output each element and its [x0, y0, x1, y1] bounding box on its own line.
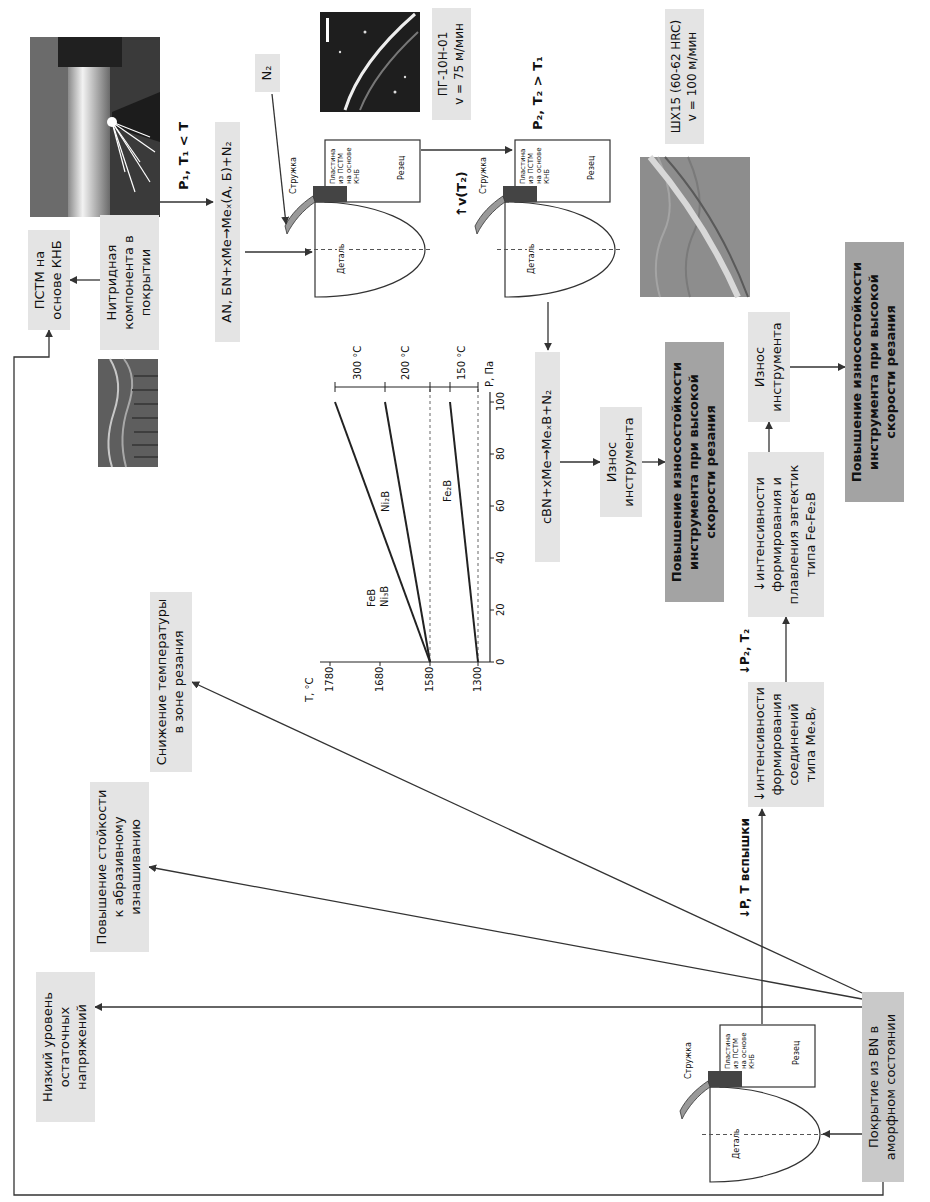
- condition-box: ШХ15 (60-62 HRC)v = 100 м/мин: [665, 9, 704, 144]
- effect-box: Снижение температуры в зоне резания: [150, 592, 192, 772]
- scheme-label: Пластина из ПСТМ на основе КНБ: [724, 1029, 756, 1069]
- scheme-label: Резец: [587, 156, 597, 180]
- scheme-label: Резец: [792, 1041, 802, 1065]
- material-box: ПСТМ на основе КНБ: [28, 230, 70, 330]
- chart-label: 80: [495, 447, 507, 460]
- crater-micrograph: [320, 12, 420, 112]
- scheme-label: Стружка: [289, 157, 299, 194]
- chart-label: 60: [495, 499, 507, 512]
- flow-connector: [192, 682, 862, 993]
- box-text: v = 75 м/мин: [452, 13, 468, 115]
- process-box: ↓интенсивности формирования и плавления …: [748, 452, 824, 617]
- chart-label: P, Па: [484, 361, 496, 387]
- reaction-box: cBN+xMe→MeₓB+N₂: [535, 352, 560, 562]
- box-text: ↓интенсивности формирования соединений т…: [752, 687, 820, 802]
- flow-connector: [14, 330, 883, 1195]
- box-text: AN, БN+xMe→Meₓ(A, Б)+N₂: [219, 127, 236, 337]
- chart-label: 150 °C: [456, 346, 468, 380]
- note-box: Нитридная компонента в покрытии: [100, 215, 159, 350]
- chart-label: Ni₂B: [380, 491, 392, 512]
- box-text: Низкий уровень остаточных напряжений: [40, 977, 91, 1117]
- flow-connector: [790, 366, 845, 367]
- flow-connector: [785, 617, 786, 682]
- flow-connector: [95, 1006, 862, 1007]
- box-text: Повышение износостойкости инструмента пр…: [849, 247, 900, 497]
- cutting-scheme: [285, 140, 826, 1182]
- flow-connector: [642, 461, 665, 462]
- scheme-label: Пластина из ПСТМ на основе КНБ: [329, 144, 361, 184]
- condition-label: ↓P, T вспышки: [738, 818, 752, 919]
- box-text: ↓интенсивности формирования и плавления …: [752, 457, 820, 612]
- scheme-label: Стружка: [479, 157, 489, 194]
- scheme-label: Деталь: [527, 243, 537, 274]
- condition-label: ↓P₂, T₂: [738, 629, 752, 675]
- effect-box: Низкий уровень остаточных напряжений: [36, 972, 95, 1122]
- box-text: Износ инструмента: [752, 317, 786, 417]
- box-text: Снижение температуры в зоне резания: [154, 597, 188, 767]
- box-text: ШХ15 (60-62 HRC): [669, 14, 685, 139]
- coating-box: Покрытие из BN в аморфном состоянии: [862, 992, 904, 1182]
- chart-label: Ni₃B: [379, 586, 391, 607]
- flow-connector: [560, 461, 600, 462]
- gas-box: N₂: [255, 54, 280, 92]
- scheme-label: Стружка: [684, 1042, 694, 1079]
- reaction-box: AN, БN+xMe→Meₓ(A, Б)+N₂: [215, 122, 240, 342]
- coating-micrograph: [98, 359, 158, 467]
- scheme-label: Пластина из ПСТМ на основе КНБ: [519, 144, 551, 184]
- box-text: Покрытие из BN в аморфном состоянии: [866, 997, 900, 1177]
- chart-label: 200 °C: [400, 346, 412, 380]
- scheme-label: Деталь: [732, 1128, 742, 1159]
- chart-label: 1300: [472, 667, 484, 692]
- box-text: cBN+xMe→MeₓB+N₂: [539, 357, 556, 557]
- chart-label: FeB: [366, 589, 378, 607]
- condition-label: P₂, T₂ > T₁: [530, 56, 546, 130]
- flow-connector: [768, 422, 769, 452]
- scheme-label: Деталь: [337, 243, 347, 274]
- box-text: Повышение износостойкости инструмента пр…: [669, 347, 720, 597]
- chart-label: 0: [495, 659, 507, 665]
- chart-label: 1680: [374, 667, 386, 692]
- box-text: Износ инструмента: [604, 412, 638, 512]
- chart-label: T, °C: [304, 678, 316, 702]
- chart-label: 20: [495, 603, 507, 616]
- phase-chart: [320, 382, 494, 666]
- chart-label: 1580: [424, 667, 436, 692]
- scheme-label: Резец: [397, 156, 407, 180]
- result-box: Повышение износостойкости инструмента пр…: [665, 342, 724, 602]
- box-text: Повышение стойкости к абразивному изнаши…: [94, 787, 145, 947]
- chart-label: 300 °C: [352, 346, 364, 380]
- chart-label: 100: [495, 392, 507, 411]
- box-text: v = 100 м/мин: [685, 14, 701, 139]
- condition-label: ↑v(T₂): [454, 171, 470, 217]
- flow-arrow: [160, 94, 862, 1134]
- box-text: ПСТМ на основе КНБ: [32, 235, 66, 325]
- lathe-photo: [30, 37, 160, 217]
- condition-box: ПГ-10Н-01v = 75 м/мин: [432, 8, 471, 120]
- box-text: N₂: [259, 59, 276, 87]
- condition-label: P₁, T₁ < T: [176, 122, 192, 190]
- flow-connector: [149, 867, 862, 999]
- chart-label: Fe₂B: [442, 480, 454, 502]
- process-box: Износ инструмента: [600, 407, 642, 517]
- process-box: Износ инструмента: [748, 312, 790, 422]
- process-box: ↓интенсивности формирования соединений т…: [748, 682, 824, 807]
- box-text: ПГ-10Н-01: [436, 13, 452, 115]
- flow-connector: [70, 279, 100, 280]
- chart-label: 1780: [324, 667, 336, 692]
- chart-label: 40: [495, 551, 507, 564]
- effect-box: Повышение стойкости к абразивному изнаши…: [90, 782, 149, 952]
- steel-micrograph: [640, 157, 750, 297]
- result-box: Повышение износостойкости инструмента пр…: [845, 242, 904, 502]
- box-text: Нитридная компонента в покрытии: [104, 220, 155, 345]
